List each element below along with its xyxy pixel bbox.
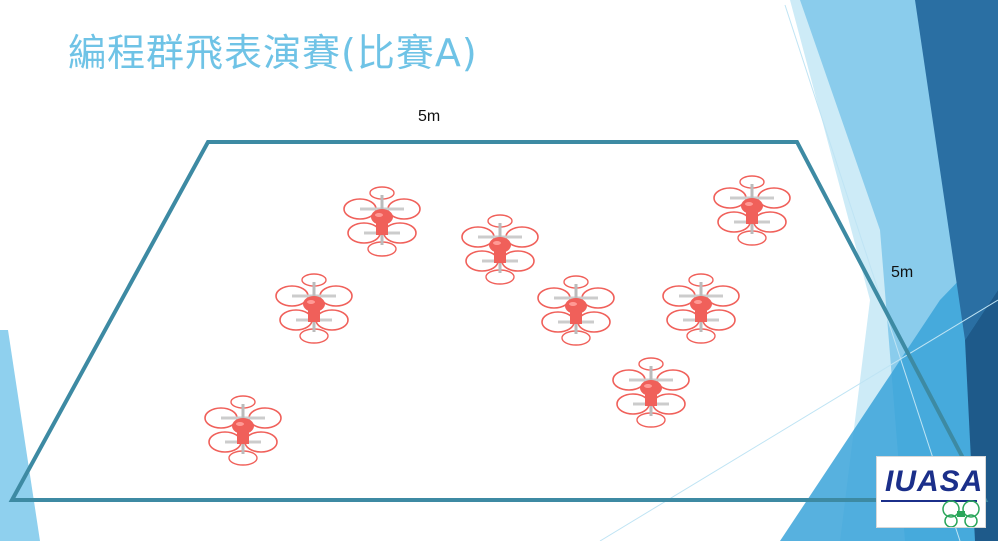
drone-icon [342, 185, 422, 258]
drone-icon [712, 174, 792, 247]
drone-icon [661, 272, 741, 345]
drone-icon [536, 274, 616, 347]
slide-title: 編程群飛表演賽(比賽A) [68, 31, 478, 75]
drone-icon [611, 356, 691, 429]
logo-text: IUASA [885, 465, 984, 498]
drone-icon [460, 213, 540, 286]
drone-icon [203, 394, 283, 467]
logo-drone-graphic [881, 500, 980, 527]
iuasa-logo: IUASA [876, 456, 986, 528]
accent-line [784, 4, 961, 541]
drone-icon [274, 272, 354, 345]
left-accent-shape [0, 330, 40, 541]
accent-shape-dark [915, 0, 998, 340]
field-outline [8, 140, 989, 502]
dimension-label-top: 5m [418, 108, 441, 125]
dimension-label-right: 5m [891, 264, 914, 281]
